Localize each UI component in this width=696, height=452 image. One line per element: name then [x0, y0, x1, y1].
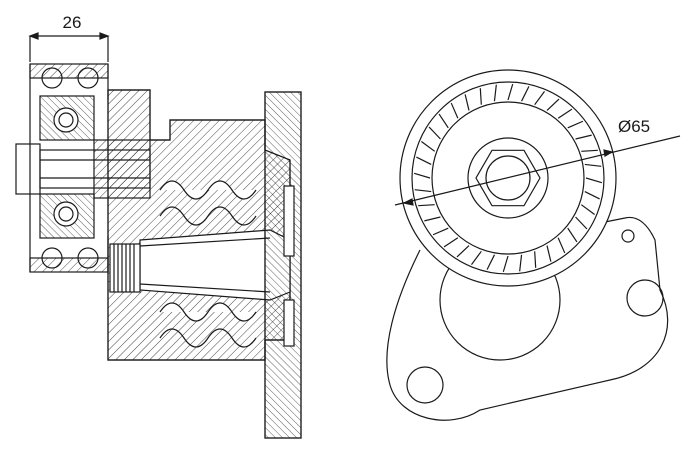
pulley-rib [507, 83, 514, 101]
pulley-rib [580, 204, 595, 216]
hub-circle [467, 137, 549, 219]
pulley-section [29, 63, 109, 273]
pulley-rib [567, 120, 584, 129]
pulley-rib [428, 126, 441, 140]
arm-outline [386, 216, 669, 421]
pulley-rib [418, 204, 435, 207]
bolt-washer [485, 155, 531, 201]
pulley-rib [534, 251, 537, 268]
pulley-rib [567, 227, 578, 243]
pulley-rib [416, 156, 432, 165]
pulley-rib [575, 216, 588, 230]
pulley-rib [413, 172, 431, 179]
bearing-bottom [39, 193, 95, 239]
pulley-rib [450, 102, 459, 119]
bearing-top [39, 95, 95, 141]
pulley-rib [581, 149, 598, 152]
pulley-rib [557, 237, 566, 254]
pulley-rib [421, 140, 436, 152]
pulley-web [431, 101, 585, 255]
pulley-inner-rim [411, 81, 605, 275]
pulley-rib [546, 245, 552, 262]
mount-hole-right [626, 279, 664, 317]
pulley-rib [502, 255, 509, 273]
hex-bolt-head [475, 149, 541, 207]
arm-pin [621, 229, 635, 243]
pulley-rib [519, 254, 523, 272]
diameter-dimension-label: Ø65 [618, 117, 650, 136]
pulley-rib [456, 245, 470, 258]
width-dimension-label: 26 [63, 13, 82, 32]
pulley-rib [438, 113, 449, 129]
pulley-rib [432, 227, 449, 236]
pulley-rib [546, 98, 560, 111]
base-flange [264, 91, 302, 439]
pulley-rib [479, 88, 482, 105]
pulley-rib [584, 191, 600, 200]
pulley-rib [521, 86, 530, 102]
diameter-dimension: Ø65 [394, 117, 681, 206]
width-dimension: 26 [28, 13, 110, 62]
front-view: Ø65 [386, 69, 681, 421]
pulley-rib [584, 163, 602, 167]
pulley-rib [443, 237, 459, 248]
pulley-rib [470, 250, 482, 265]
pulley-ribs [413, 83, 603, 273]
pulley-rib [575, 134, 592, 140]
pulley-rib [493, 84, 497, 102]
pulley-rib [414, 189, 432, 193]
pulley-rib [464, 94, 470, 111]
pulley-rib [486, 254, 495, 270]
mount-hole-left [406, 366, 444, 404]
pulley-rib [585, 177, 603, 184]
pulley-rib [424, 216, 441, 222]
spring-coils [159, 180, 257, 348]
pulley-rib [557, 108, 573, 119]
pulley-rib [534, 91, 546, 106]
spindle [109, 229, 291, 301]
section-view: 26 [15, 13, 302, 439]
